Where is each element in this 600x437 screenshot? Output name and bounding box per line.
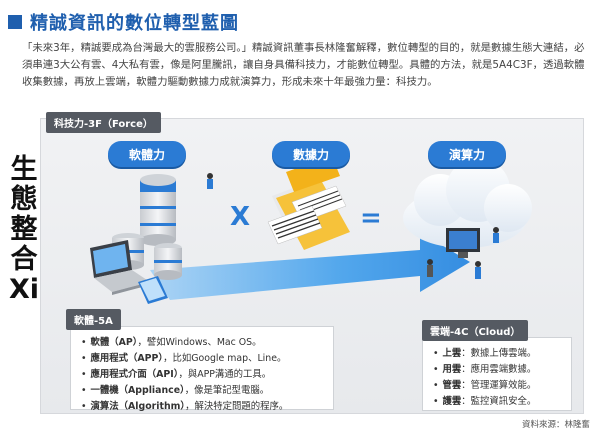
list-desc: ，像是筆記型電腦。 bbox=[184, 385, 270, 396]
list-desc: ：數據上傳雲端。 bbox=[461, 348, 537, 359]
page-title: 精誠資訊的數位轉型藍圖 bbox=[30, 13, 239, 34]
vertical-char: 整 bbox=[10, 214, 38, 245]
list-term: 用雲 bbox=[442, 364, 462, 375]
list-desc: ：管理運算效能。 bbox=[461, 380, 537, 391]
intro-paragraph: 「未來3年，精誠要成為台灣最大的雲服務公司。」精誠資訊董事長林隆奮解釋，數位轉型… bbox=[22, 42, 585, 88]
equals-operator: = bbox=[360, 203, 382, 233]
cloud-tab-label: 雲端-4C（Cloud） bbox=[422, 320, 529, 341]
list-item: • 管雲：管理運算效能。 bbox=[433, 380, 537, 391]
software-tab-label: 軟體-5A bbox=[66, 309, 121, 330]
list-item: • 應用程式（APP），比如Google map、Line。 bbox=[81, 353, 287, 364]
tablet-icon bbox=[138, 276, 168, 304]
list-item: • 演算法（Algorithm），解決特定問題的程序。 bbox=[81, 401, 289, 412]
ecosystem-vertical-title: 生 態 整 合 Xi bbox=[6, 155, 42, 305]
list-item: • 一體機（Appliance），像是筆記型電腦。 bbox=[81, 385, 270, 396]
force-tab-label: 科技力-3F（Force） bbox=[46, 112, 161, 133]
cloud-list-box: • 上雲：數據上傳雲端。 • 用雲：應用雲端數據。 • 管雲：管理運算效能。 •… bbox=[422, 337, 572, 411]
list-item: • 應用程式介面（API），與APP溝通的工具。 bbox=[81, 369, 272, 380]
list-item: • 用雲：應用雲端數據。 bbox=[433, 364, 537, 375]
multiply-operator: X bbox=[230, 202, 251, 232]
list-term: 上雲 bbox=[442, 348, 462, 359]
data-folder-icon bbox=[267, 156, 350, 250]
vertical-char: 合 bbox=[10, 244, 38, 275]
list-item: • 上雲：數據上傳雲端。 bbox=[433, 348, 537, 359]
compute-power-pill: 演算力 bbox=[428, 141, 506, 167]
software-list-box: • 軟體（AP），譬如Windows、Mac OS。 • 應用程式（APP），比… bbox=[70, 326, 334, 412]
list-term: 應用程式（APP） bbox=[90, 353, 164, 364]
list-desc: ：監控資訊安全。 bbox=[461, 396, 537, 407]
source-credit: 資料來源：林隆奮 bbox=[521, 420, 590, 430]
vertical-char: Xi bbox=[8, 274, 40, 305]
list-desc: ，與APP溝通的工具。 bbox=[178, 369, 272, 380]
flow-arrow bbox=[150, 232, 470, 300]
laptop-icon bbox=[90, 240, 150, 295]
vertical-char: 生 bbox=[10, 154, 38, 185]
list-item: • 護雲：監控資訊安全。 bbox=[433, 396, 537, 407]
list-desc: ：應用雲端數據。 bbox=[461, 364, 537, 375]
page-header: 精誠資訊的數位轉型藍圖 bbox=[8, 9, 239, 35]
list-term: 軟體（AP） bbox=[90, 337, 138, 348]
list-term: 演算法（Algorithm） bbox=[90, 401, 186, 412]
data-power-pill: 數據力 bbox=[272, 141, 350, 167]
cloud-icon bbox=[403, 158, 532, 258]
title-square-mark bbox=[8, 15, 22, 29]
list-item: • 軟體（AP），譬如Windows、Mac OS。 bbox=[81, 337, 262, 348]
list-desc: ，比如Google map、Line。 bbox=[163, 353, 287, 364]
person-figures-icon bbox=[207, 173, 499, 279]
vertical-char: 態 bbox=[10, 184, 38, 215]
software-power-pill: 軟體力 bbox=[108, 141, 186, 167]
list-term: 護雲 bbox=[442, 396, 462, 407]
list-term: 管雲 bbox=[442, 380, 462, 391]
list-term: 應用程式介面（API） bbox=[90, 369, 179, 380]
list-desc: ，譬如Windows、Mac OS。 bbox=[137, 337, 262, 348]
list-desc: ，解決特定問題的程序。 bbox=[185, 401, 289, 412]
list-term: 一體機（Appliance） bbox=[90, 385, 185, 396]
